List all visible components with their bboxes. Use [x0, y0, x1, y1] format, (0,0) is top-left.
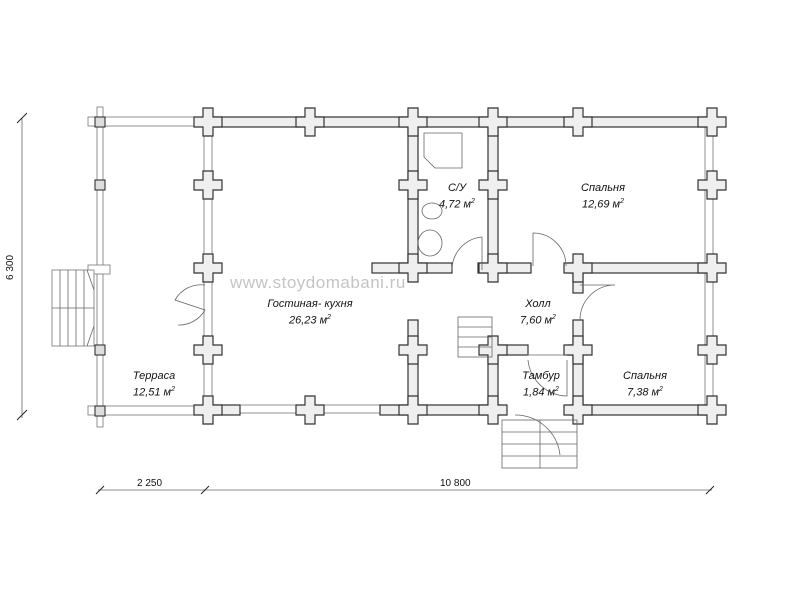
log-corner-cross [697, 395, 727, 425]
room-area: 12,69 м [581, 198, 621, 211]
terrace-stairs [52, 269, 95, 347]
room-label-bedroom-1: Спальня 12,69 м2 [581, 182, 625, 212]
area-unit-sup: 2 [327, 314, 332, 321]
log-corner-cross [478, 170, 508, 200]
dimension-lines [16, 112, 715, 495]
room-area: 7,38 м [627, 386, 660, 399]
log-corner-cross [478, 253, 508, 283]
log-corner-cross [563, 335, 593, 365]
log-corner-cross [193, 253, 223, 283]
log-corner-cross [697, 107, 727, 137]
log-corner-cross [295, 107, 325, 137]
log-corner-cross [563, 395, 593, 425]
room-label-hall: Холл 7,60 м2 [520, 298, 556, 328]
room-label-bedroom-2: Спальня 7,38 м2 [623, 370, 667, 400]
log-corner-cross [563, 107, 593, 137]
area-unit-sup: 2 [659, 386, 663, 393]
area-unit-sup: 2 [471, 198, 475, 205]
watermark: www.stoydomabani.ru [230, 273, 406, 292]
log-corner-cross [193, 395, 223, 425]
room-name: Спальня [623, 370, 667, 382]
log-corner-cross [193, 170, 223, 200]
terrace-post [94, 344, 106, 356]
room-area: 7,60 м [520, 314, 553, 327]
terrace [51, 106, 209, 428]
room-area: 4,72 м [439, 198, 472, 211]
room-label-terrace: Терраса 12,51 м2 [133, 370, 175, 400]
log-corner-cross [478, 335, 508, 365]
doors [174, 232, 616, 456]
log-corner-cross [295, 395, 325, 425]
log-corner-cross [398, 170, 428, 200]
log-corner-cross [193, 335, 223, 365]
area-unit-sup: 2 [552, 314, 556, 321]
room-name: Холл [525, 298, 551, 310]
log-corner-cross [697, 170, 727, 200]
room-name: Спальня [581, 182, 625, 194]
log-corner-cross [697, 253, 727, 283]
terrace-post [94, 179, 106, 191]
terrace-post [94, 405, 106, 417]
area-unit-sup: 2 [620, 198, 625, 205]
fixtures [417, 132, 578, 469]
log-corner-cross [697, 335, 727, 365]
room-name: Гостиная- кухня [267, 298, 353, 310]
log-corner-cross [398, 395, 428, 425]
log-corner-cross [478, 395, 508, 425]
room-area: 12,51 м [132, 386, 172, 399]
log-corner-cross [398, 107, 428, 137]
room-area: 26,23 м [288, 314, 328, 327]
room-label-vestibule: Тамбур 1,84 м2 [522, 370, 560, 400]
room-name: Тамбур [522, 370, 560, 382]
log-corner-cross [193, 107, 223, 137]
log-corner-cross [563, 253, 593, 283]
dimension-house-width: 10 800 [440, 478, 471, 489]
terrace-post [94, 116, 106, 128]
log-corner-cross [478, 107, 508, 137]
log-corner-cross [398, 253, 428, 283]
room-label-bathroom: С/У 4,72 м2 [439, 182, 475, 212]
log-corner-cross [398, 335, 428, 365]
room-area: 1,84 м [523, 386, 556, 399]
dimension-terrace-width: 2 250 [137, 478, 163, 489]
dimension-height: 6 300 [5, 254, 17, 281]
area-unit-sup: 2 [555, 386, 559, 393]
room-name: С/У [447, 182, 467, 194]
area-unit-sup: 2 [171, 386, 176, 393]
room-label-living-kitchen: Гостиная- кухня 26,23 м2 [267, 298, 352, 328]
room-name: Терраса [132, 370, 176, 382]
